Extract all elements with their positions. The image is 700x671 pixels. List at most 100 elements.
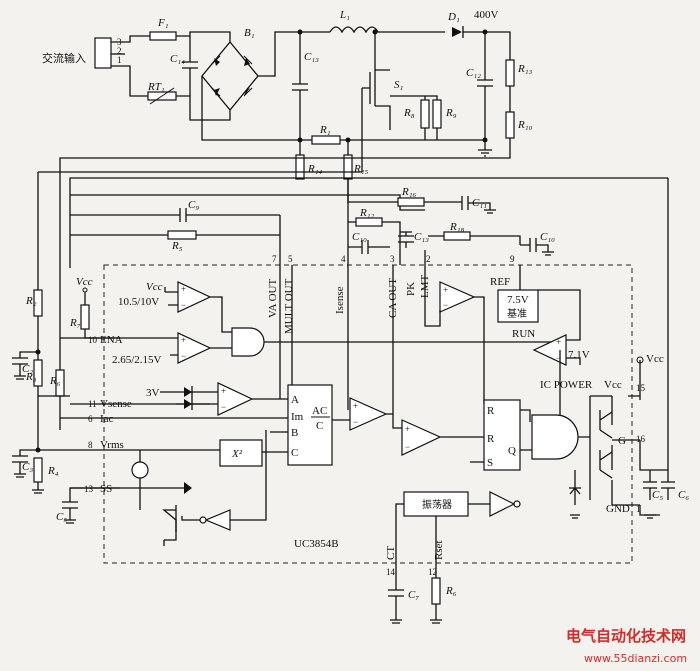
cap-c2-label: C₂: [22, 363, 33, 375]
vcc-left-label: Vcc: [76, 276, 93, 288]
svg-text:−: −: [221, 402, 226, 412]
pin-14-num: 14: [386, 567, 396, 577]
peak-limit-comparator: + −: [424, 281, 485, 404]
ena-threshold: 2.65/2.15V: [112, 354, 162, 366]
zener-diode: [569, 470, 581, 519]
rs-flipflop: R R S Q: [470, 399, 532, 471]
pin-va-out-name: VA OUT: [267, 278, 279, 318]
fuse-f1: [149, 31, 177, 41]
svg-text:+: +: [181, 284, 186, 294]
resistor-r14: [295, 154, 305, 180]
cap-c13-b: [398, 231, 414, 248]
ff-r1: R: [487, 405, 495, 417]
pin-7-num: 7: [272, 254, 277, 264]
pin-lmt-name: LMT: [419, 275, 431, 299]
square-label: X²: [231, 448, 243, 460]
osc-inverter: [489, 491, 516, 517]
ref-75v-b: 基准: [507, 307, 527, 320]
resistor-r13: [505, 59, 515, 87]
ac-input-label: 交流输入: [42, 51, 86, 65]
ena-comparator: + − 2.65/2.15V: [112, 332, 232, 366]
svg-text:+: +: [443, 285, 448, 295]
ref-75v-a: 7.5V: [507, 294, 529, 306]
pwm-comparator: + −: [392, 410, 484, 456]
switch-s1-label: S₁: [394, 79, 404, 91]
cap-c3: [12, 449, 38, 478]
pin-15-num: 15: [636, 383, 646, 393]
res-r10-label: R₁₀: [517, 119, 533, 131]
res-r6-label: R₆: [49, 375, 61, 387]
run-label: RUN: [512, 328, 535, 340]
svg-text:+: +: [221, 386, 226, 396]
pin-ca-out-name: CA OUT: [387, 278, 399, 318]
watermark-title: 电气自动化技术网: [566, 627, 686, 645]
current-source-icon: [131, 461, 149, 479]
cap-c10b-label: C₁₀: [540, 231, 555, 243]
multiplier: A Im B C AC C: [262, 384, 350, 466]
res-r16-label: R₁₆: [401, 186, 417, 198]
pin-12-num: 12: [428, 567, 437, 577]
svg-text:−: −: [443, 300, 448, 310]
bridge-b1-label: B₁: [244, 27, 255, 39]
resistor-r9: [432, 99, 442, 129]
soft-start-circuit: [131, 430, 267, 546]
ic-left-pins: 10 ENA 11 Vsense 6 Iac 8 Vrms 13 SS: [38, 334, 290, 495]
svg-text:−: −: [181, 300, 186, 310]
cap-c10-label: C₁₀: [352, 231, 367, 243]
cap-c5-right: [643, 470, 657, 500]
cap-c13-label: C₁₃: [304, 51, 319, 63]
ac-pin-2: 2: [117, 46, 122, 56]
pin-3-num: 3: [390, 254, 395, 264]
ext-vcc-label: Vcc: [646, 353, 664, 365]
mult-b: B: [291, 427, 298, 439]
ff-q: Q: [508, 445, 516, 457]
cap-c12-label: C₁₂: [466, 67, 481, 79]
diode-d1-label: D₁: [447, 11, 460, 23]
resistor-r10: [505, 111, 515, 139]
current-amp: + −: [347, 370, 393, 431]
pin-5-num: 5: [288, 254, 293, 264]
mult-ac: AC: [312, 405, 327, 417]
chip-name: UC3854B: [294, 538, 339, 550]
resistor-r1: [311, 135, 341, 145]
mult-a: A: [291, 394, 299, 406]
res-r15-label: R₁₅: [353, 163, 369, 175]
ref-75v: [497, 289, 539, 323]
pin-ena-name: ENA: [100, 334, 123, 346]
vcc-pin-name: Vcc: [604, 379, 622, 391]
mult-im: Im: [291, 411, 304, 423]
output-voltage-label: 400V: [474, 9, 499, 21]
cap-c7-label: C₇: [408, 589, 419, 601]
feedback-network: C₉ R₅ R₁₆ C₁₁ R₁₂ C₁₀ C₁₃ R₁₈ C₁₀ R₂ R₃: [12, 150, 668, 524]
resistor-r12: [355, 217, 383, 227]
ic-top-pins: 7 5 4 3 2 9 VA OUT MULT OUT Isense CA OU…: [267, 179, 521, 430]
res-r4-label: R₄: [47, 465, 59, 477]
cap-c10-b: [520, 238, 554, 256]
pin-rset-name: Rset: [433, 540, 445, 560]
bridge-rectifier-b1: B₁: [201, 27, 259, 112]
ac-input-connector: [94, 37, 112, 69]
res-r3-label: R₃: [25, 371, 37, 383]
svg-text:+: +: [181, 335, 186, 345]
mosfet-s1: S₁: [361, 32, 404, 150]
resistor-r16: [397, 197, 425, 207]
thermistor-rt1-label: RT₁: [147, 81, 165, 93]
cap-c14-label: C₁₄: [170, 53, 185, 65]
uv-comparator: + − 7.1V: [532, 289, 590, 366]
pin-13-num: 13: [84, 484, 94, 494]
svg-text:−: −: [556, 353, 561, 363]
res-r1-label: R₁: [319, 124, 331, 136]
pin-pk-name: PK: [405, 282, 417, 296]
ac-pin-1: 1: [117, 55, 122, 65]
pin-8-num: 8: [88, 440, 93, 450]
mult-c: C: [291, 447, 298, 459]
res-r13-label: R₁₃: [517, 63, 533, 75]
pin-10-num: 10: [88, 335, 98, 345]
resistor-r8: [420, 99, 430, 129]
ic-boundary: [103, 264, 633, 564]
uvlo-comparator: + − Vcc 10.5/10V: [118, 281, 232, 333]
pin-4-num: 4: [341, 254, 346, 264]
resistor-r5: [167, 230, 197, 240]
svg-text:−: −: [405, 442, 410, 452]
